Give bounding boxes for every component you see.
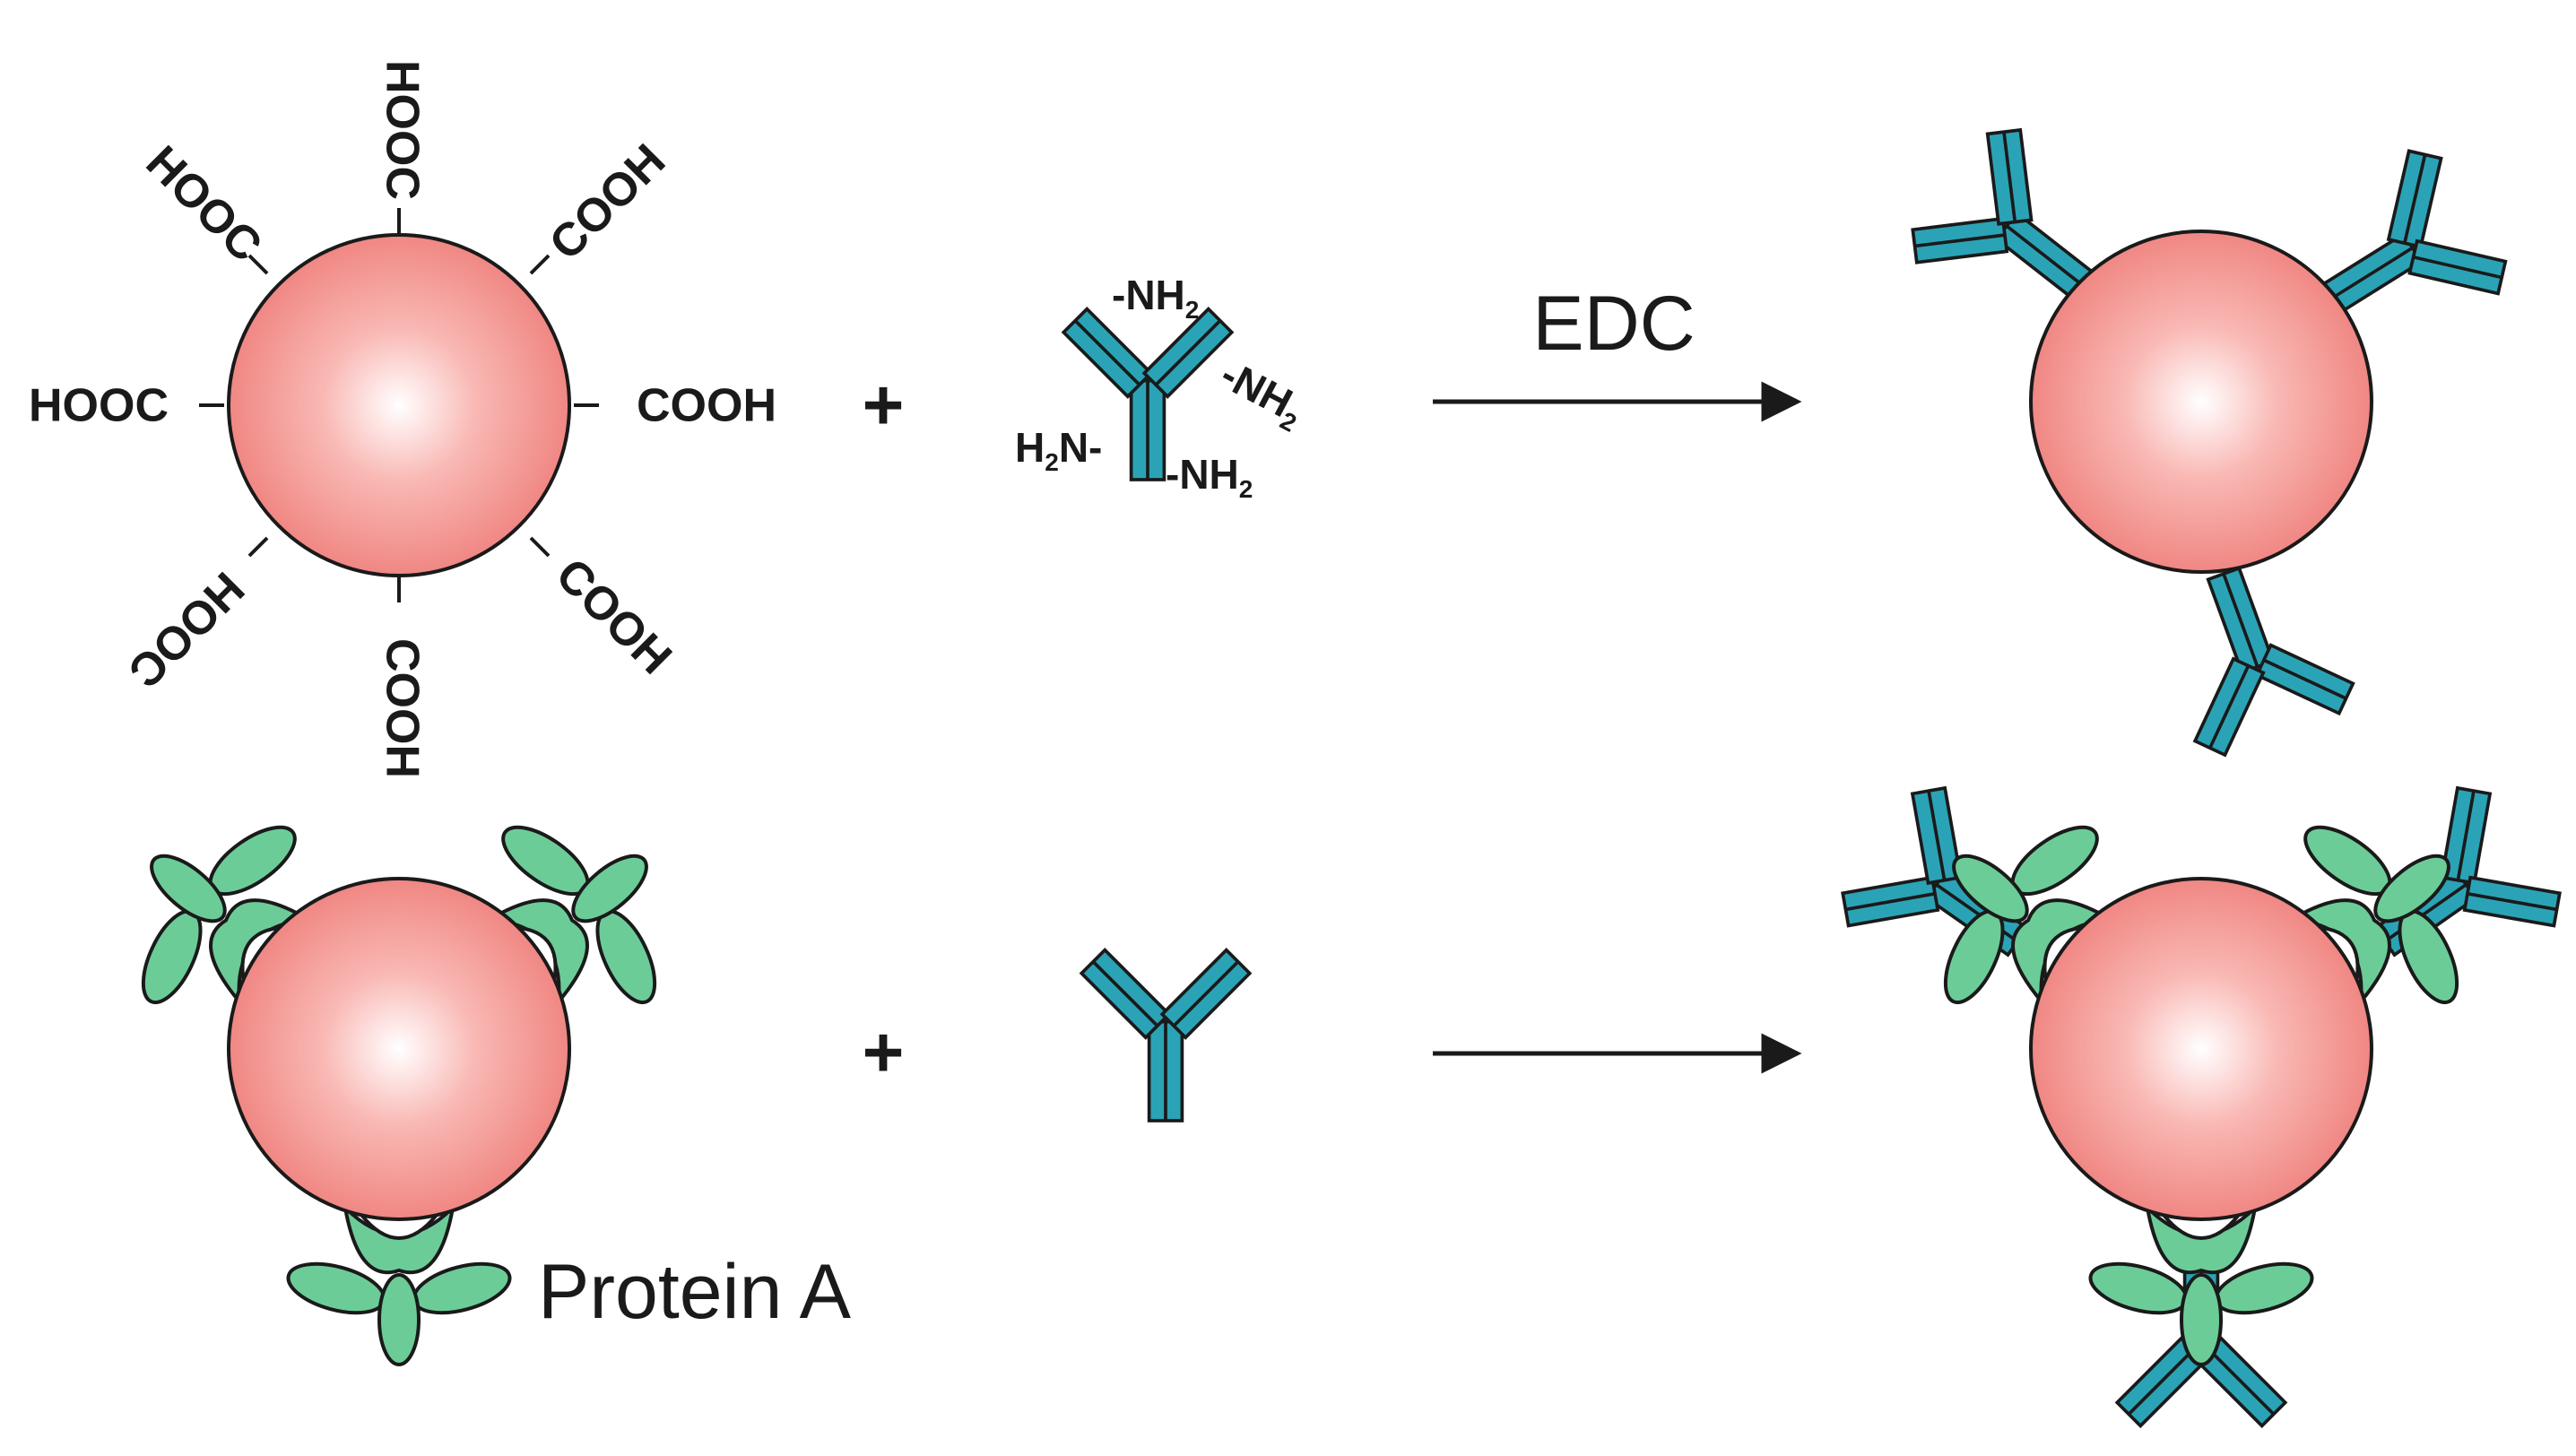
bead-sphere — [2029, 877, 2373, 1221]
group-label-bottom-right: COOH — [546, 549, 681, 684]
carboxyl-stub — [247, 254, 269, 275]
group-label-left: HOOC — [29, 380, 169, 432]
bead-sphere — [227, 877, 571, 1221]
protein-a-icon — [281, 1206, 517, 1366]
group-label-top-left: HOOC — [136, 136, 272, 272]
carboxyl-stub — [247, 536, 269, 558]
antibody-icon — [2143, 543, 2364, 765]
bead-sphere — [227, 233, 571, 577]
carboxyl-bead: HOOC HOOC COOH COOH COOH COOH HOOC HOOC — [29, 60, 776, 778]
protein-a-icon — [2083, 1206, 2320, 1366]
amine-label-left: H2N- — [1015, 424, 1102, 476]
oriented-product-bead — [1827, 768, 2575, 1428]
amine-label-right: -NH2 — [1210, 351, 1312, 438]
plus-sign: + — [863, 1012, 905, 1092]
carboxyl-stub — [529, 254, 551, 275]
group-label-bottom-left: HOOC — [118, 562, 254, 698]
protein-a-caption: Protein A — [538, 1249, 852, 1335]
protein-a-bead — [77, 768, 721, 1366]
group-label-top-right: COOH — [540, 134, 675, 270]
group-label-top: HOOC — [376, 60, 428, 200]
group-label-right: COOH — [637, 380, 776, 432]
carboxyl-stub — [529, 536, 551, 558]
amine-label-bottom: -NH2 — [1166, 451, 1253, 503]
antibody-icon — [1080, 948, 1252, 1122]
covalent-product-bead — [1896, 114, 2520, 765]
group-label-bottom: COOH — [376, 638, 428, 778]
reaction-arrow-edc: EDC — [1433, 281, 1802, 422]
amine-label-top: -NH2 — [1112, 272, 1199, 324]
plus-sign: + — [863, 365, 905, 445]
arrow-label-edc: EDC — [1532, 281, 1696, 367]
bead-sphere — [2029, 230, 2373, 574]
aminated-antibody: -NH2 -NH2 H2N- -NH2 — [1015, 272, 1312, 503]
